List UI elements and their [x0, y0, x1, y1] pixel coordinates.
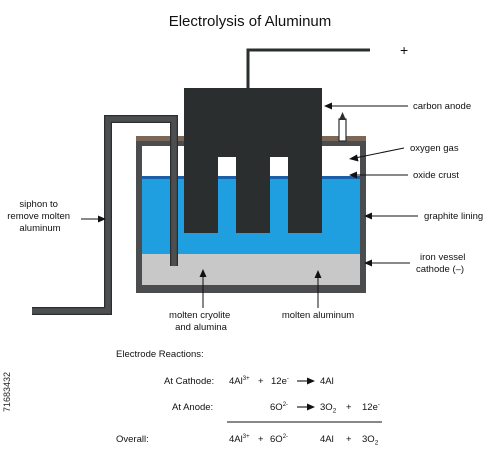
cathode-electrons: 12e-: [271, 376, 289, 387]
cathode-label: At Cathode:: [164, 376, 214, 387]
anode-arrowhead-icon: [307, 403, 315, 411]
carbon-anode: [184, 88, 322, 233]
oxygen-gas-vent: [338, 118, 347, 142]
anode-label: At Anode:: [172, 402, 213, 413]
overall-label: Overall:: [116, 434, 149, 445]
siphon-arrowhead-icon: [98, 215, 106, 223]
anode-plus: +: [346, 402, 352, 413]
cathode-product: 4Al: [320, 376, 334, 387]
positive-terminal: +: [400, 42, 408, 58]
carbon-anode-label: carbon anode: [413, 101, 471, 112]
overall-reactant-o: 6O2-: [270, 434, 288, 445]
overall-product-o2: 3O2: [362, 434, 379, 447]
molten-aluminum-arrowhead-icon: [314, 270, 322, 278]
anode-wire: [246, 48, 370, 88]
overall-reactant-al: 4Al3+: [229, 434, 250, 445]
siphon-pipe-inner: [32, 116, 177, 314]
oxide-crust-label: oxide crust: [413, 170, 459, 181]
anode-product-o2: 3O2: [320, 402, 337, 415]
oxygen-gas-arrow: [354, 147, 405, 159]
iron-vessel-label: iron vessel cathode (–): [416, 252, 468, 275]
anode-electrons: 12e-: [362, 402, 380, 413]
overall-plus-2: +: [346, 434, 352, 445]
oxygen-gas-arrowhead-icon: [349, 154, 359, 162]
reactions-heading: Electrode Reactions:: [116, 349, 204, 360]
carbon-anode-arrowhead-icon: [324, 102, 332, 110]
cathode-plus: +: [258, 376, 264, 387]
anode-reactant-o: 6O2-: [270, 402, 288, 413]
oxide-crust-arrowhead-icon: [349, 171, 357, 179]
cathode-reactant-al: 4Al3+: [229, 376, 250, 387]
molten-aluminum-label: molten aluminum: [282, 310, 354, 321]
cryolite-label: molten cryolite and alumina: [169, 310, 233, 333]
diagram-title: Electrolysis of Aluminum: [169, 13, 332, 30]
cathode-arrowhead-icon: [307, 377, 315, 385]
vent-up-arrow-icon: [339, 112, 346, 120]
cryolite-arrowhead-icon: [199, 269, 207, 277]
graphite-lining-label: graphite lining: [424, 211, 483, 222]
oxygen-gas-label: oxygen gas: [410, 143, 459, 154]
overall-product-al: 4Al: [320, 434, 334, 445]
siphon-label: siphon to remove molten aluminum: [7, 199, 72, 234]
graphite-lining-arrowhead-icon: [364, 212, 372, 220]
molten-aluminum-layer: [142, 254, 360, 285]
overall-plus-1: +: [258, 434, 264, 445]
iron-vessel-arrowhead-icon: [364, 259, 372, 267]
stock-id: 71683432: [2, 371, 12, 413]
